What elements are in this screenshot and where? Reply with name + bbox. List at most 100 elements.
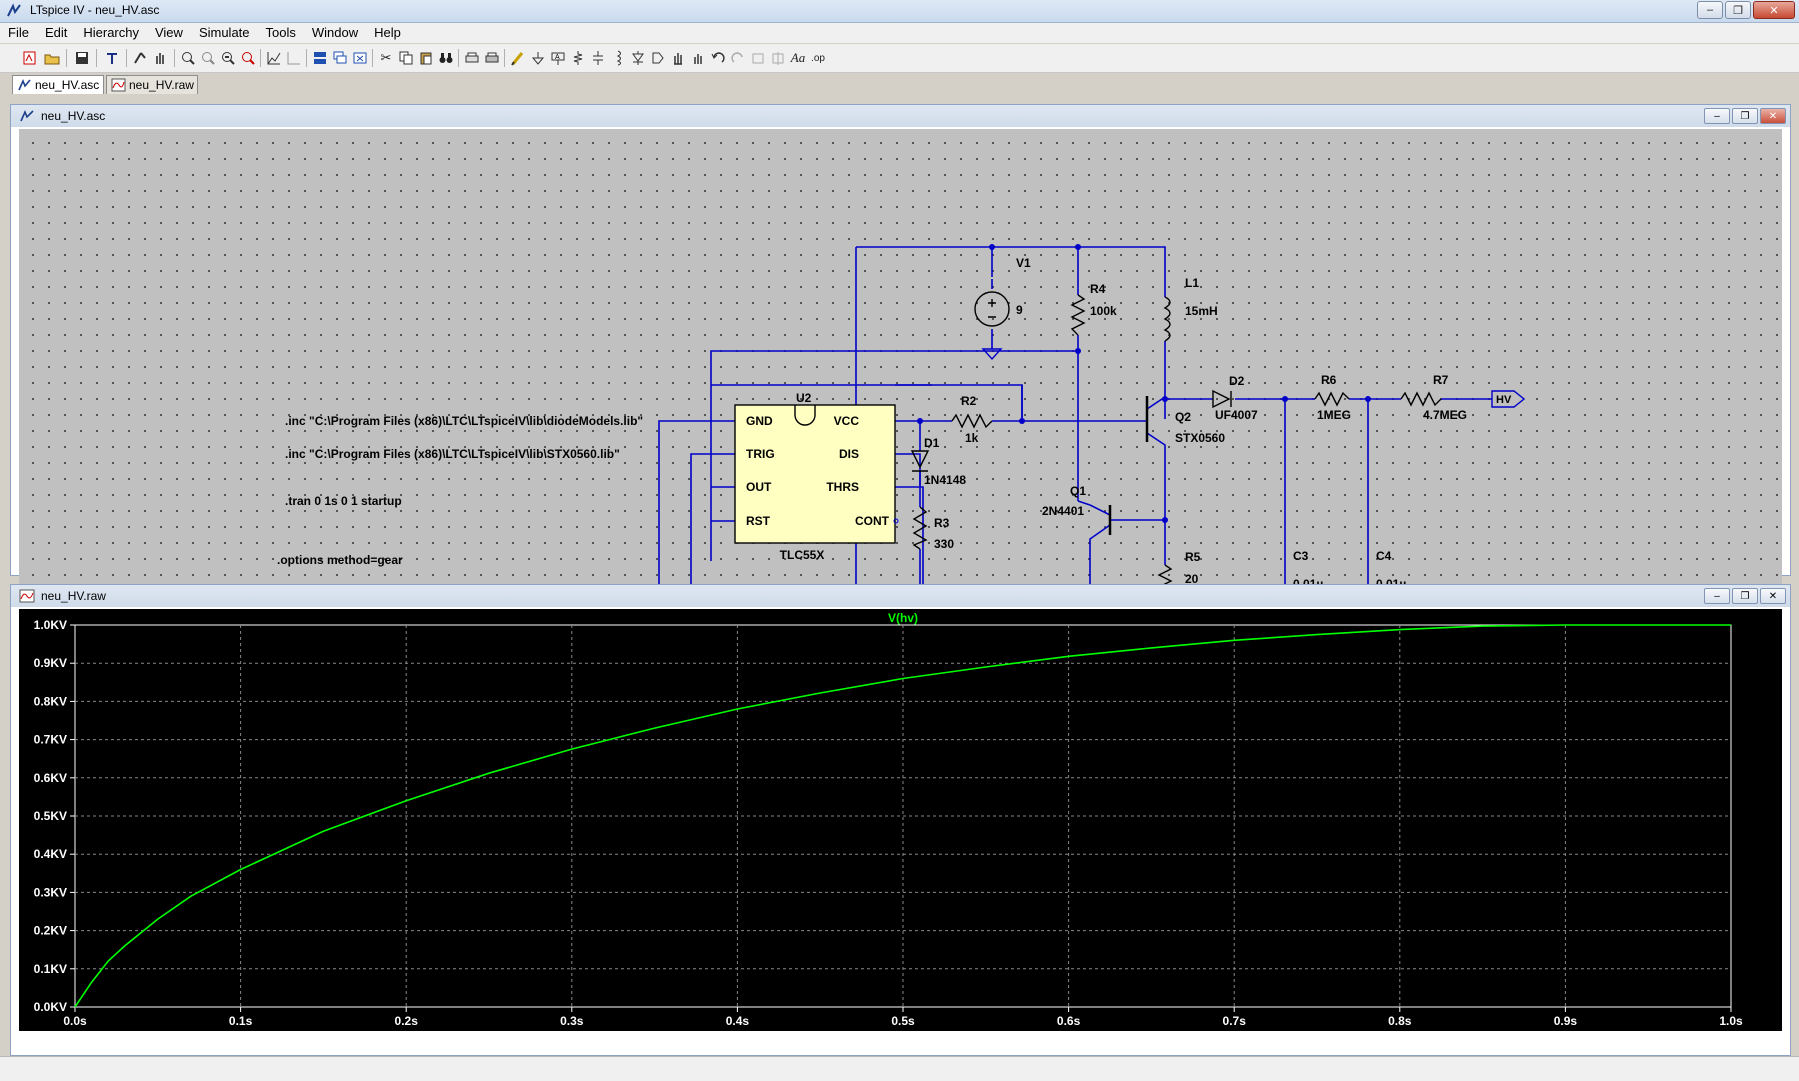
print-setup-icon[interactable] [462,48,482,68]
hv-net-label: HV [1496,394,1512,406]
r3-value: 330 [934,537,954,551]
svg-text:A: A [555,54,560,61]
rotate-icon[interactable] [748,48,768,68]
zoom-out-icon[interactable] [218,48,238,68]
x-tick-label: 0.5s [891,1014,915,1028]
pin-vcc: VCC [834,414,860,428]
redo-icon[interactable] [728,48,748,68]
move-hand-icon[interactable] [668,48,688,68]
y-tick-label: 0.7KV [34,733,67,747]
menu-hierarchy[interactable]: Hierarchy [83,25,139,40]
minimize-button[interactable]: – [1697,1,1723,19]
text-icon[interactable]: Aa [790,50,806,65]
diode-icon[interactable] [628,48,648,68]
x-tick-label: 0.8s [1388,1014,1412,1028]
r5-name: R5 [1185,550,1201,564]
drag-hand-icon[interactable] [688,48,708,68]
c3-name: C3 [1293,549,1309,563]
schematic-canvas[interactable]: GND TRIG OUT RST VCC DIS THRS CONT U2 TL… [19,129,1782,671]
close-button[interactable]: ✕ [1753,1,1795,19]
menu-edit[interactable]: Edit [44,25,68,40]
undo-icon[interactable] [708,48,728,68]
x-tick-label: 0.1s [229,1014,253,1028]
menu-file[interactable]: File [8,25,29,40]
r4-value: 100k [1090,304,1117,318]
schematic-window-title: neu_HV.asc [41,109,106,123]
tab-schematic[interactable]: neu_HV.asc [12,75,104,94]
ltspice-app-icon [7,3,21,17]
open-folder-icon[interactable] [42,48,62,68]
component-icon[interactable] [648,48,668,68]
d1-name: D1 [924,436,940,450]
waveform-window-icon [19,589,35,603]
schematic-tab-icon [18,78,31,91]
schematic-close-button[interactable]: ✕ [1760,108,1786,124]
print-icon[interactable] [482,48,502,68]
cut-icon[interactable]: ✂ [380,50,392,65]
q1-name: Q1 [1070,484,1086,498]
waveform-minimize-button[interactable]: – [1704,588,1730,604]
y-tick-label: 0.6KV [34,771,67,785]
r3-name: R3 [934,516,950,530]
control-panel-icon[interactable] [102,48,122,68]
close-all-icon[interactable] [350,48,370,68]
v1-name: V1 [1016,256,1031,270]
find-binoculars-icon[interactable] [436,48,456,68]
save-icon[interactable] [72,48,92,68]
schematic-window: neu_HV.asc – ❐ ✕ [10,104,1791,671]
tile-horizontal-icon[interactable] [310,48,330,68]
r2-value: 1k [965,431,979,445]
paste-icon[interactable] [416,48,436,68]
directive-tran: .tran 0 1s 0 1 startup [285,494,402,508]
schematic-maximize-button[interactable]: ❐ [1732,108,1758,124]
menu-simulate[interactable]: Simulate [198,25,250,40]
r6-value: 1MEG [1317,408,1351,422]
pan-icon[interactable] [198,48,218,68]
r2-name: R2 [961,394,977,408]
q1-value: 2N4401 [1042,504,1084,518]
waveform-close-button[interactable]: ✕ [1760,588,1786,604]
schematic-minimize-button[interactable]: – [1704,108,1730,124]
menu-view[interactable]: View [154,25,183,40]
draw-wire-icon[interactable] [508,48,528,68]
y-tick-label: 0.1KV [34,962,67,976]
ground-icon[interactable] [528,48,548,68]
series-line-V(hv) [74,624,1731,1008]
menu-help[interactable]: Help [374,25,401,40]
v1-value: 9 [1016,303,1023,317]
plot-settings-icon[interactable] [264,48,284,68]
halt-hand-icon[interactable] [150,48,170,68]
copy-icon[interactable] [396,48,416,68]
restore-button[interactable]: ❐ [1725,1,1751,19]
spice-directive-icon[interactable]: .op [811,52,825,64]
d2-value: UF4007 [1215,408,1258,422]
y-tick-label: 0.0KV [34,1000,67,1014]
l1-value: 15mH [1185,304,1218,318]
waveform-window-titlebar: neu_HV.raw – ❐ ✕ [11,585,1790,607]
c4-name: C4 [1376,549,1392,563]
plot-cursor-icon[interactable] [284,48,304,68]
waveform-maximize-button[interactable]: ❐ [1732,588,1758,604]
menu-window[interactable]: Window [311,25,359,40]
new-schematic-icon[interactable] [20,48,40,68]
pin-thrs: THRS [826,480,859,494]
resistor-icon[interactable] [568,48,588,68]
mirror-icon[interactable] [768,48,788,68]
tab-waveform[interactable]: neu_HV.raw [106,75,198,94]
capacitor-icon[interactable] [588,48,608,68]
pin-cont: CONT [855,514,890,528]
menu-bar: File Edit Hierarchy View Simulate Tools … [0,23,1799,43]
menu-tools[interactable]: Tools [265,25,296,40]
inductor-icon[interactable] [608,48,628,68]
document-tabs: neu_HV.asc neu_HV.raw [0,73,1799,95]
d2-name: D2 [1229,374,1245,388]
tab-waveform-label: neu_HV.raw [129,78,194,92]
q2-value: STX0560 [1175,431,1225,445]
run-icon[interactable] [130,48,150,68]
cascade-icon[interactable] [330,48,350,68]
zoom-fit-icon[interactable] [238,48,258,68]
zoom-in-icon[interactable] [178,48,198,68]
net-label-icon[interactable]: A [548,48,568,68]
